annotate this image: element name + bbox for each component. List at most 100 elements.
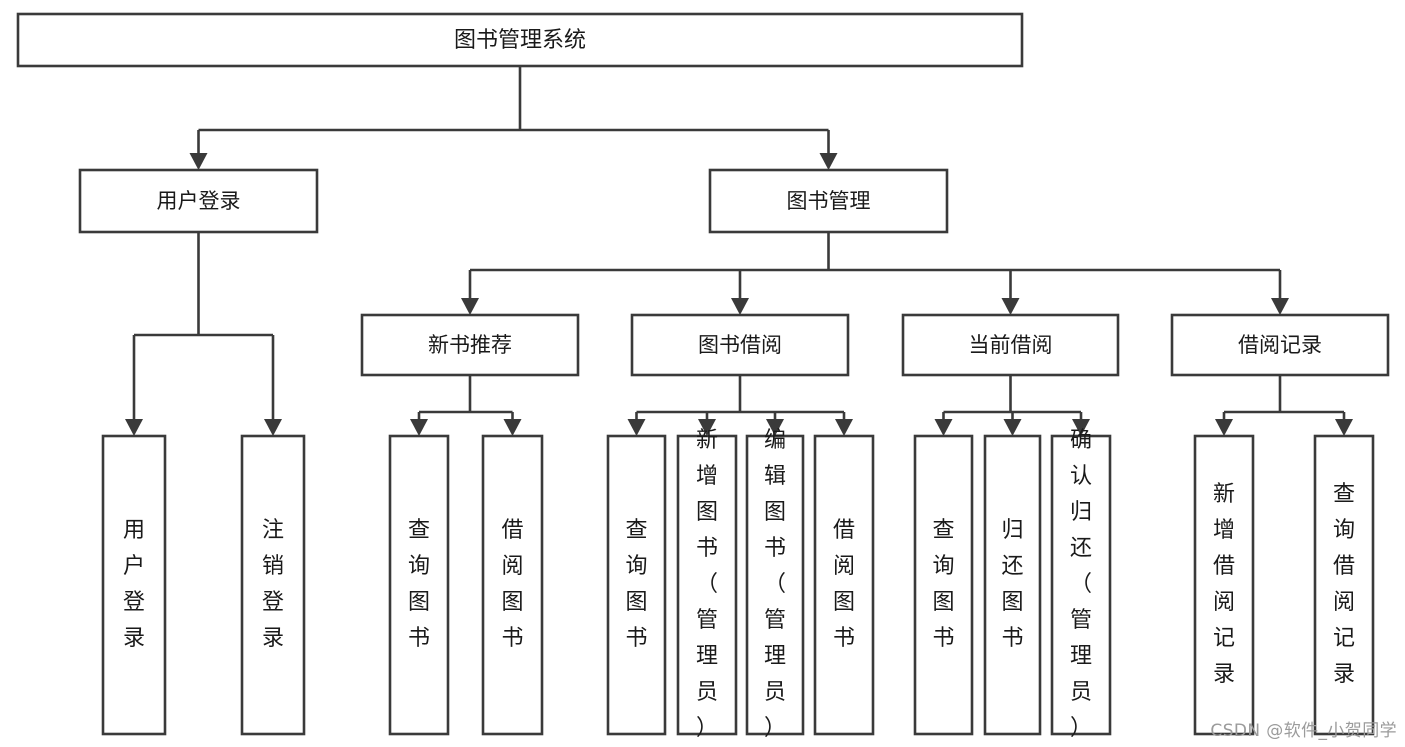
leaf-label-char: 书 (764, 536, 786, 561)
leaf-label-char: 图 (501, 590, 523, 615)
node-new-book-recommend[interactable]: 新书推荐 (360, 313, 580, 377)
leaf-label-char: 图 (696, 500, 718, 525)
node-book-borrow[interactable]: 图书借阅 (630, 313, 850, 377)
connector-group-book-management (461, 232, 1289, 315)
node-label: 当前借阅 (969, 333, 1053, 357)
arrow-head-icon (1003, 419, 1022, 436)
arrow-head-icon (1335, 419, 1353, 436)
leaf-label-char: 编 (764, 428, 786, 453)
leaf-label-char: 书 (1001, 626, 1023, 651)
arrow-head-icon (835, 419, 853, 436)
leaf-label-char: 管 (696, 608, 718, 633)
arrow-head-icon (503, 419, 522, 436)
arrow-head-icon (627, 419, 646, 436)
leaf-label-char: 询 (1333, 518, 1355, 543)
connector-group-book-borrow (627, 375, 853, 436)
leaf-label-char: （ (1070, 572, 1092, 597)
leaf-label-char: 录 (1213, 662, 1235, 687)
leaf-label-char: 注 (262, 518, 284, 543)
arrow-head-icon (1215, 419, 1233, 436)
leaf-label-char: 书 (833, 626, 855, 651)
leaf-label-char: 归 (1001, 518, 1023, 543)
arrow-head-icon (1072, 419, 1090, 436)
leaf-label-char: 查 (408, 518, 430, 543)
leaf-label-char: 录 (1333, 662, 1355, 687)
arrow-head-icon (461, 298, 479, 315)
arrow-head-icon (125, 419, 143, 436)
leaf-label-char: 阅 (1213, 590, 1235, 615)
leaf-label-char: 查 (1333, 482, 1355, 507)
leaf-label-char: 录 (262, 626, 284, 651)
leaf-label-char: 询 (932, 554, 954, 579)
leaf-label-char: 认 (1070, 464, 1092, 489)
leaf-label-char: 借 (833, 518, 855, 543)
node-current-borrow[interactable]: 当前借阅 (901, 313, 1120, 377)
leaf-label-char: 书 (932, 626, 954, 651)
leaf-label-char: 借 (501, 518, 523, 543)
leaf-label-char: 户 (123, 554, 145, 579)
arrow-head-icon (410, 419, 428, 436)
leaf-label-char: ） (1070, 716, 1092, 741)
leaf-label-char: 阅 (833, 554, 855, 579)
leaf-label-char: ） (764, 716, 786, 741)
leaf-label-char: 查 (625, 518, 647, 543)
leaf-label-char: 理 (764, 644, 786, 669)
node-book-management[interactable]: 图书管理 (708, 168, 949, 234)
node-root-图书管理系统[interactable]: 图书管理系统 (16, 12, 1024, 68)
leaf-label-char: 图 (932, 590, 954, 615)
leaf-label-char: 借 (1213, 554, 1235, 579)
node-leaf-user-login[interactable]: 用户登录 (101, 434, 167, 736)
leaf-label-char: 记 (1333, 626, 1355, 651)
arrow-head-icon (934, 419, 953, 436)
leaf-label-char: 确 (1070, 428, 1092, 453)
leaf-label-char: 登 (262, 590, 284, 615)
leaf-label-char: 还 (1001, 554, 1023, 579)
leaf-label-char: 员 (1070, 680, 1092, 705)
leaf-label-char: 员 (764, 680, 786, 705)
nodes-layer: 图书管理系统用户登录图书管理新书推荐图书借阅当前借阅借阅记录用户登录注销登录查询… (16, 12, 1390, 741)
leaf-label-char: 辑 (764, 464, 786, 489)
arrow-head-icon (189, 153, 208, 170)
leaf-label-char: 归 (1070, 500, 1092, 525)
node-label: 图书管理系统 (454, 28, 586, 53)
leaf-label-char: 书 (408, 626, 430, 651)
arrow-head-icon (766, 419, 784, 436)
leaf-label-char: 书 (696, 536, 718, 561)
leaf-label-char: 管 (764, 608, 786, 633)
node-label: 用户登录 (157, 189, 241, 213)
leaf-label-char: 员 (696, 680, 718, 705)
leaf-label-char: 询 (625, 554, 647, 579)
arrow-head-icon (264, 419, 282, 436)
leaf-label-char: 还 (1070, 536, 1092, 561)
leaf-label-char: 图 (1001, 590, 1023, 615)
arrow-head-icon (1001, 298, 1020, 315)
leaf-label-char: 书 (625, 626, 647, 651)
leaf-label-char: 理 (696, 644, 718, 669)
leaf-label-char: （ (764, 572, 786, 597)
node-borrow-record[interactable]: 借阅记录 (1170, 313, 1390, 377)
leaf-label-char: 新 (696, 428, 718, 453)
leaf-label-char: 销 (262, 554, 284, 579)
connectors-layer (125, 66, 1353, 436)
node-label: 借阅记录 (1238, 333, 1322, 357)
node-user-login[interactable]: 用户登录 (78, 168, 319, 234)
leaf-label-char: （ (696, 572, 718, 597)
leaf-label-char: 用 (123, 518, 145, 543)
leaf-label-char: 询 (408, 554, 430, 579)
leaf-label-char: 图 (764, 500, 786, 525)
connector-group-current-borrow (934, 375, 1090, 436)
